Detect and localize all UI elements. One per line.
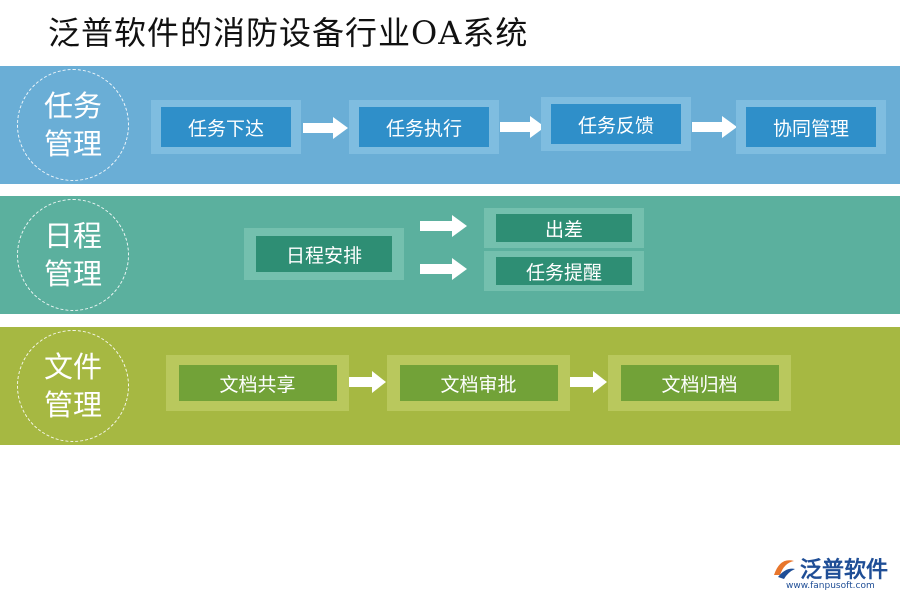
doc-step-label: 文档共享	[178, 365, 337, 401]
doc-approval: 文档审批	[387, 355, 570, 411]
task-management-label: 任务 管理	[17, 69, 129, 181]
schedule-business-trip: 出差	[484, 208, 644, 248]
document-management-band: 文件 管理 文档共享 文档审批 文档归档	[0, 327, 900, 445]
step-task-assign: 任务下达	[151, 100, 301, 154]
doc-archiving: 文档归档	[608, 355, 791, 411]
schedule-management-band: 日程 管理 日程安排 出差 任务提醒	[0, 196, 900, 314]
right-arrow-icon	[303, 117, 348, 139]
document-label-line1: 文件	[43, 350, 102, 384]
task-label-line1: 任务	[43, 89, 102, 123]
right-arrow-icon	[420, 258, 467, 280]
schedule-label-line1: 日程	[43, 219, 102, 253]
step-task-feedback: 任务反馈	[541, 97, 691, 151]
schedule-task-reminder: 任务提醒	[484, 251, 644, 291]
logo-url: www.fanpusoft.com	[786, 581, 875, 591]
task-management-band: 任务 管理 任务下达 任务执行 任务反馈 协同管理	[0, 66, 900, 184]
right-arrow-icon	[570, 371, 607, 393]
document-label-line2: 管理	[43, 388, 102, 422]
right-arrow-icon	[500, 116, 545, 138]
task-label-line2: 管理	[43, 127, 102, 161]
step-label: 任务反馈	[551, 104, 681, 144]
page-title: 泛普软件的消防设备行业OA系统	[48, 14, 529, 52]
schedule-target-label: 出差	[496, 214, 632, 242]
right-arrow-icon	[420, 215, 467, 237]
step-collaboration: 协同管理	[736, 100, 886, 154]
right-arrow-icon	[692, 116, 737, 138]
fanpu-logo-icon	[774, 560, 795, 579]
document-management-label: 文件 管理	[17, 330, 129, 442]
step-label: 任务执行	[359, 107, 489, 147]
schedule-label-line2: 管理	[43, 257, 102, 291]
right-arrow-icon	[349, 371, 386, 393]
step-label: 协同管理	[746, 107, 876, 147]
brand-logo: 泛普软件	[770, 552, 888, 584]
doc-sharing: 文档共享	[166, 355, 349, 411]
schedule-source-label: 日程安排	[256, 236, 392, 272]
logo-name: 泛普软件	[800, 558, 889, 583]
step-label: 任务下达	[161, 107, 291, 147]
schedule-target-label: 任务提醒	[496, 257, 632, 285]
schedule-arrangement: 日程安排	[244, 228, 404, 280]
doc-step-label: 文档审批	[399, 365, 558, 401]
schedule-management-label: 日程 管理	[17, 199, 129, 311]
doc-step-label: 文档归档	[620, 365, 779, 401]
step-task-execute: 任务执行	[349, 100, 499, 154]
